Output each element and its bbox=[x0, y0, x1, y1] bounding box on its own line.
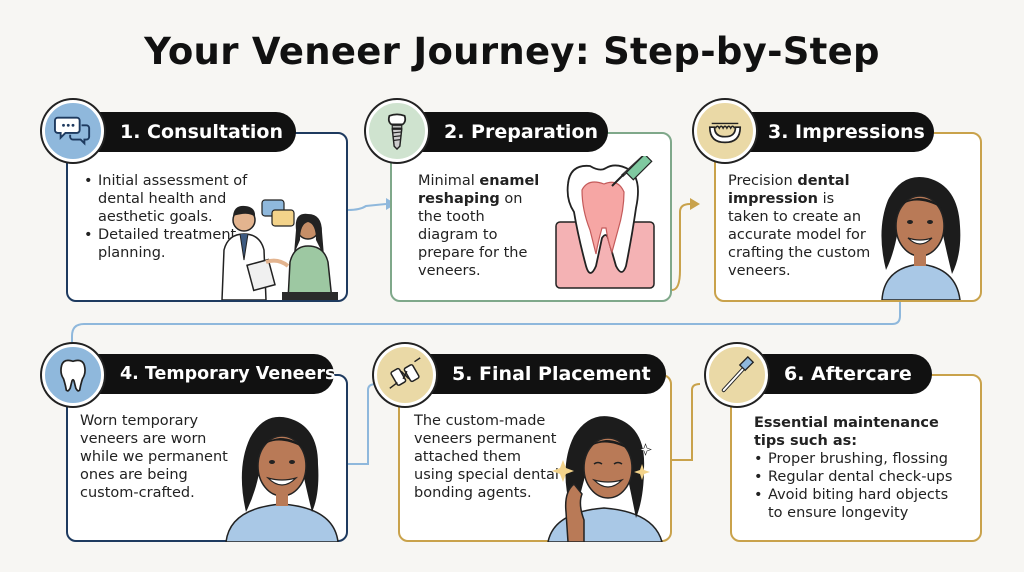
smiling-woman-hand-illustration bbox=[547, 416, 663, 542]
aftercare-heading: Essential maintenance tips such as: bbox=[754, 415, 939, 449]
toothbrush-icon bbox=[706, 344, 768, 406]
list-item: Detailed treatment planning. bbox=[84, 226, 254, 262]
smiling-woman-illustration bbox=[881, 176, 961, 300]
list-item: Initial assessment of dental health and … bbox=[84, 172, 254, 226]
dental-implant-icon bbox=[366, 100, 428, 162]
tooth-icon bbox=[42, 344, 104, 406]
step-label-consultation: 1. Consultation bbox=[72, 112, 296, 152]
speech-bubbles-icon bbox=[42, 100, 104, 162]
step-description-temporary-veneers: Worn temporary veneers are worn while we… bbox=[80, 413, 228, 501]
list-item: Regular dental check-ups bbox=[754, 468, 966, 486]
tooth-cross-section-illustration bbox=[555, 156, 655, 289]
step-description-aftercare: Essential maintenance tips such as: Prop… bbox=[754, 414, 966, 522]
page-title: Your Veneer Journey: Step-by-Step bbox=[144, 30, 880, 73]
step-label-preparation: 2. Preparation bbox=[396, 112, 608, 152]
step-description-final-placement: The custom-made veneers permanent attach… bbox=[414, 413, 559, 501]
smiling-woman-illustration bbox=[225, 416, 339, 542]
doctor-patient-illustration bbox=[221, 199, 338, 300]
step-label-aftercare: 6. Aftercare bbox=[736, 354, 932, 394]
step-description-consultation: Initial assessment of dental health and … bbox=[84, 172, 254, 262]
step-description-preparation: Minimal enamel reshaping on the tooth di… bbox=[418, 173, 540, 279]
dental-tray-icon bbox=[694, 100, 756, 162]
list-item: Proper brushing, flossing bbox=[754, 450, 966, 468]
step-label-temporary-veneers: 4. Temporary Veneers bbox=[72, 354, 335, 394]
step-label-final-placement: 5. Final Placement bbox=[404, 354, 666, 394]
veneer-bonding-icon bbox=[374, 344, 436, 406]
list-item: Avoid biting hard objects to ensure long… bbox=[754, 486, 966, 522]
step-description-impressions: Precision dental impression is taken to … bbox=[728, 173, 871, 279]
